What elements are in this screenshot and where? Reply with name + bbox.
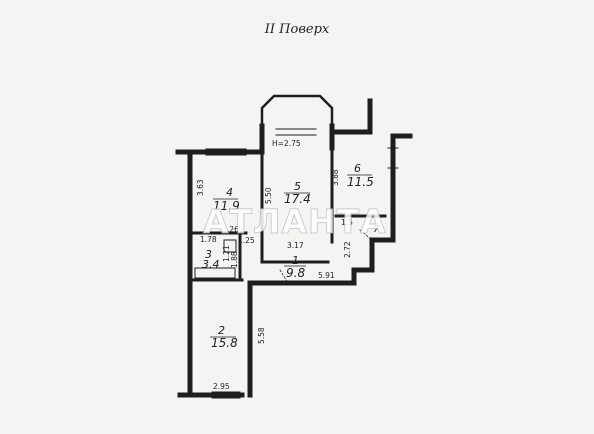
- door-swings: [279, 229, 373, 284]
- room-2-number: 2: [218, 324, 225, 337]
- room-7-number: 7: [373, 224, 380, 235]
- room-5-number: 5: [294, 180, 301, 193]
- room-1-area: 9.8: [286, 266, 305, 280]
- bay-window: [260, 94, 334, 128]
- dim-room2-width: 2.95: [213, 382, 230, 391]
- room-3-number: 3: [205, 248, 212, 261]
- ceiling-height-label: H=2.75: [272, 139, 301, 148]
- dim-hall-width: 3.17: [287, 241, 304, 250]
- dim-room5-left: 5.50: [264, 187, 273, 204]
- room-6-number: 6: [354, 162, 361, 175]
- dim-bath-width: 1.78: [200, 235, 217, 244]
- room-2-area: 15.8: [211, 336, 238, 350]
- floor-title: II Поверх: [264, 22, 330, 37]
- dim-bath-small: .26: [227, 225, 239, 234]
- watermark: АТЛАНТА: [203, 202, 387, 241]
- dim-room4-height: 3.63: [196, 179, 205, 196]
- dim-bath-side: 1.21: [222, 245, 231, 262]
- sink: [223, 239, 237, 253]
- bathtub: [194, 267, 236, 279]
- dim-room7-small: 1.5: [341, 218, 353, 227]
- room-3-area: 3.4: [202, 258, 220, 271]
- room-5-area: 17.4: [284, 192, 311, 206]
- dim-hall-right: 2.72: [343, 241, 352, 258]
- dim-bath-height: 1.88: [230, 251, 239, 268]
- dim-hall-bottom: 5.91: [318, 271, 335, 280]
- dim-room5-right: 3.88: [331, 169, 340, 186]
- outer-wall: [175, 98, 413, 398]
- room-6-area: 11.5: [347, 175, 374, 189]
- dim-room2-height: 5.58: [257, 327, 266, 344]
- interior-wall: [188, 134, 387, 282]
- window-marks: [205, 128, 399, 399]
- room-1-number: 1: [292, 254, 299, 267]
- room-4-number: 4: [226, 186, 233, 199]
- dim-corridor-top: 1.25: [238, 236, 255, 245]
- room-4-area: 11.9: [213, 199, 240, 213]
